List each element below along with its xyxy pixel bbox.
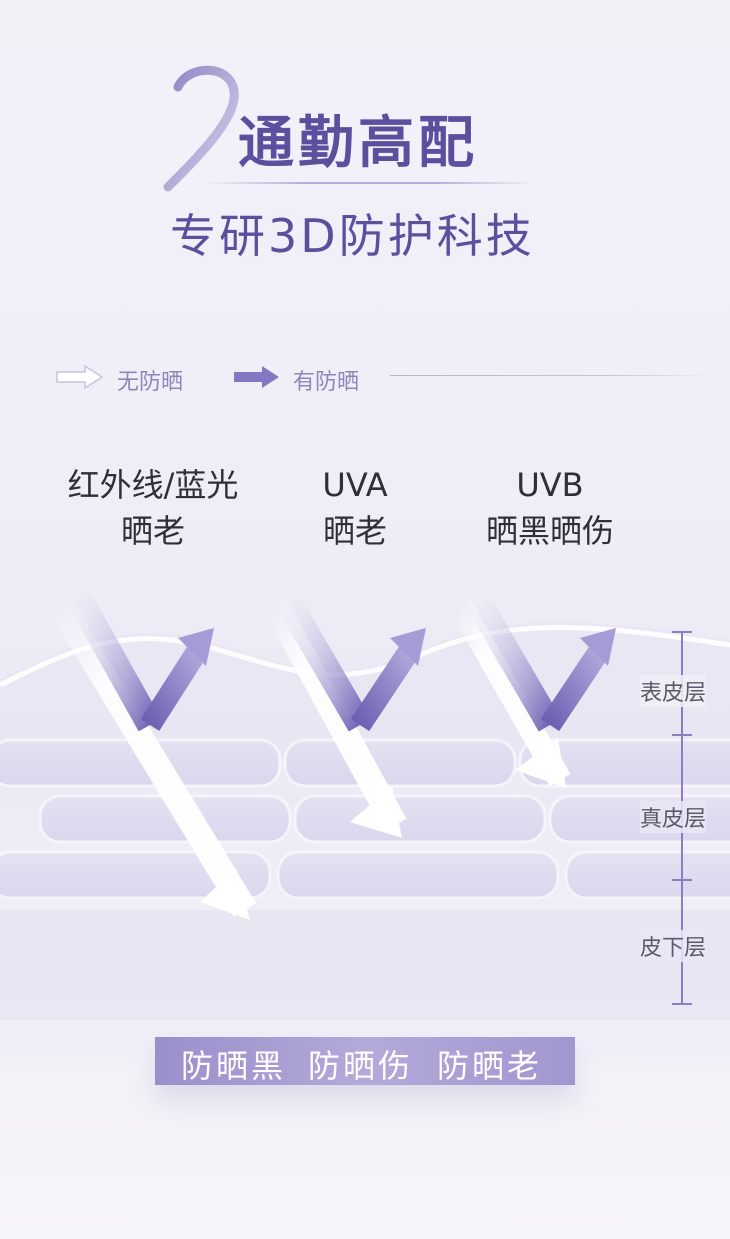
column-uvb-line2: 晒黑晒伤 [485, 512, 614, 550]
layer-label-subcutis: 皮下层 [640, 930, 707, 962]
solid-arrow-icon [234, 366, 279, 388]
banner-item-anti-tan: 防晒黑 [181, 1047, 287, 1085]
page-title: 通勤高配 [238, 111, 478, 176]
benefits-banner: 防晒黑 防晒伤 防晒老 [155, 1037, 575, 1085]
legend-with-protection: 有防晒 [293, 370, 360, 395]
layer-label-epidermis: 表皮层 [640, 675, 707, 707]
column-uva-line1: UVA [322, 466, 388, 504]
number-two-graphic [163, 65, 239, 192]
column-label-uva: UVA 晒老 [300, 462, 410, 554]
legend-no-protection: 无防晒 [117, 370, 184, 395]
banner-item-anti-burn: 防晒伤 [308, 1047, 414, 1085]
column-uva-line2: 晒老 [322, 512, 387, 550]
column-ir-line2: 晒老 [120, 512, 185, 550]
layer-label-dermis: 真皮层 [640, 801, 707, 833]
column-label-uvb: UVB 晒黑晒伤 [470, 462, 630, 554]
column-ir-line1: 红外线/蓝光 [67, 466, 239, 504]
skin-layers-illustration [0, 593, 730, 1060]
legend-divider [390, 375, 710, 376]
column-uvb-line1: UVB [516, 466, 584, 504]
page-subtitle: 专研3D防护科技 [170, 209, 535, 263]
hollow-arrow-icon [56, 364, 104, 390]
banner-item-anti-aging: 防晒老 [437, 1047, 543, 1085]
title-divider [205, 182, 535, 184]
column-label-ir: 红外线/蓝光 晒老 [58, 462, 248, 554]
